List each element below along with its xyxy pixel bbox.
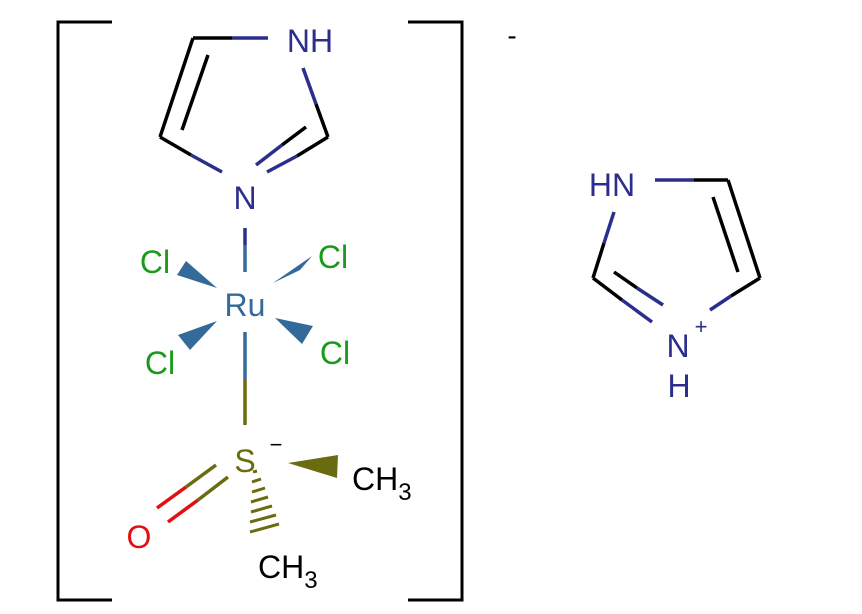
bond-s-o bbox=[155, 463, 230, 524]
cl-wedge-bonds bbox=[177, 256, 313, 350]
atom-o: O bbox=[127, 519, 152, 555]
atom-hn: HN bbox=[589, 167, 635, 203]
wedge-bond-s-ch3 bbox=[288, 455, 338, 478]
atom-ru: Ru bbox=[225, 287, 266, 323]
atom-cl-1: Cl bbox=[140, 244, 170, 280]
bracket-left bbox=[56, 20, 112, 602]
s-charge: − bbox=[270, 432, 283, 457]
atom-s: S bbox=[234, 443, 255, 479]
atom-cl-3: Cl bbox=[145, 345, 175, 381]
bracket-right bbox=[408, 20, 464, 602]
atom-cl-2: Cl bbox=[318, 239, 348, 275]
svg-text:CH3: CH3 bbox=[258, 549, 318, 594]
atom-n-plus: N bbox=[666, 328, 689, 364]
atom-nh: NH bbox=[287, 23, 333, 59]
imidazole-ligand bbox=[158, 36, 330, 174]
svg-text:CH3: CH3 bbox=[352, 461, 412, 506]
complex-charge: - bbox=[507, 20, 516, 51]
methyl-bottom: CH3 bbox=[258, 549, 318, 594]
atom-n: N bbox=[233, 180, 256, 216]
imidazolium-ring bbox=[591, 178, 762, 324]
atom-cl-4: Cl bbox=[320, 335, 350, 371]
atom-h: H bbox=[667, 368, 690, 404]
hashed-bond-s-ch3 bbox=[249, 469, 280, 534]
methyl-right: CH3 bbox=[352, 461, 412, 506]
n-charge: + bbox=[695, 314, 708, 339]
